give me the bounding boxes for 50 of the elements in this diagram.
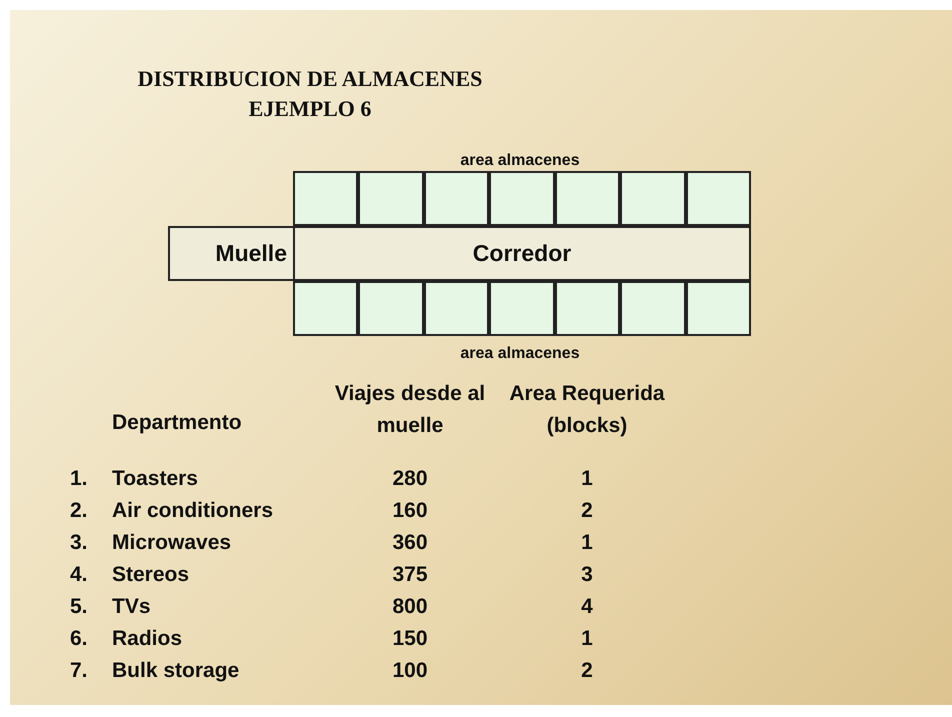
storage-block — [293, 281, 358, 336]
storage-block — [424, 171, 490, 226]
area-blocks: 2 — [581, 498, 593, 524]
list-number: 2. — [70, 498, 88, 524]
storage-block — [424, 281, 490, 336]
department-name: Air conditioners — [112, 498, 274, 524]
area-label: area almacenes — [460, 344, 580, 364]
area-blocks: 1 — [581, 530, 593, 556]
title: DISTRIBUCION DE ALMACENES EJEMPLO 6 — [136, 65, 484, 123]
storage-block — [358, 281, 424, 336]
trip-count: 375 — [392, 562, 428, 588]
storage-block — [620, 281, 686, 336]
trip-count: 360 — [392, 530, 428, 556]
storage-block — [686, 281, 751, 336]
column-header: Departmento — [112, 410, 242, 436]
column-header: Viajes desde al muelle — [334, 381, 486, 439]
department-name: Radios — [112, 626, 182, 652]
list-number: 3. — [70, 530, 88, 556]
area-label: area almacenes — [460, 151, 580, 171]
area-blocks: 3 — [581, 562, 593, 588]
trip-count: 800 — [392, 594, 428, 620]
list-number: 4. — [70, 562, 88, 588]
storage-block — [554, 281, 620, 336]
area-blocks: 1 — [581, 626, 593, 652]
list-number: 7. — [70, 658, 88, 684]
trip-count: 100 — [392, 658, 428, 684]
department-name: Bulk storage — [112, 658, 240, 684]
storage-block — [489, 171, 555, 226]
storage-block — [686, 171, 751, 226]
trip-count: 160 — [392, 498, 428, 524]
list-number: 1. — [70, 466, 88, 492]
department-name: Toasters — [112, 466, 198, 492]
list-number: 5. — [70, 594, 88, 620]
corridor-box: Corredor — [293, 226, 751, 281]
area-blocks: 2 — [581, 658, 593, 684]
list-number: 6. — [70, 626, 88, 652]
area-blocks: 4 — [581, 594, 593, 620]
storage-block — [554, 171, 620, 226]
department-name: TVs — [112, 594, 151, 620]
storage-block — [293, 171, 358, 226]
department-name: Stereos — [112, 562, 190, 588]
storage-block — [489, 281, 555, 336]
area-blocks: 1 — [581, 466, 593, 492]
storage-block — [358, 171, 424, 226]
trip-count: 150 — [392, 626, 428, 652]
column-header: Area Requerida (blocks) — [508, 381, 666, 439]
dock-box: Muelle — [168, 226, 295, 281]
storage-block — [620, 171, 686, 226]
trip-count: 280 — [392, 466, 428, 492]
department-name: Microwaves — [112, 530, 232, 556]
